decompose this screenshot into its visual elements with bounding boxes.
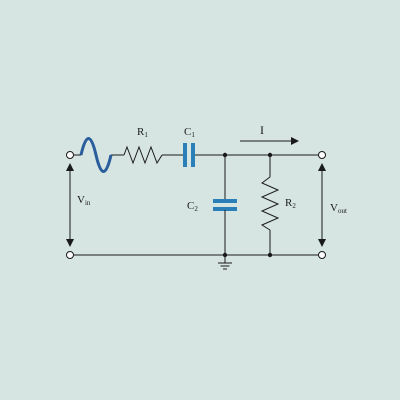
label-current: I	[260, 123, 264, 137]
label-r2: R2	[285, 197, 296, 210]
label-r1: R1	[137, 126, 148, 139]
ac-source-icon	[79, 137, 113, 173]
resistor-r2-icon	[260, 176, 280, 231]
label-vin: Vin	[77, 194, 91, 207]
output-terminal-top	[318, 151, 326, 159]
label-vout: Vout	[330, 202, 347, 215]
label-c1: C1	[184, 126, 195, 139]
input-terminal-bottom	[66, 251, 74, 259]
resistor-r1-icon	[123, 145, 163, 165]
ground-icon	[218, 262, 232, 270]
output-terminal-bottom	[318, 251, 326, 259]
label-c2: C2	[187, 200, 198, 213]
input-terminal-top	[66, 151, 74, 159]
